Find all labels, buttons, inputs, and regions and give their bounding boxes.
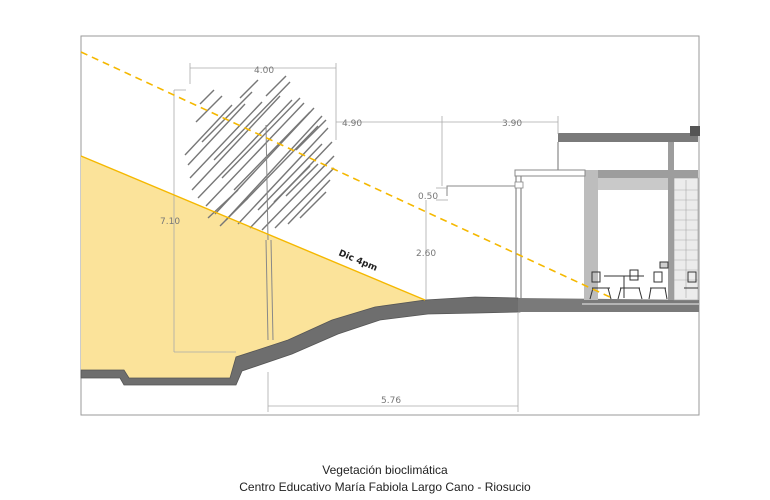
dim-tree-height: 7.10 [160,217,180,227]
dim-tree-width: 4.00 [254,66,274,76]
caption-title: Vegetación bioclimática [322,463,448,477]
sun-ray-upper [80,51,613,299]
dim-sun-offset: 4.90 [342,119,362,129]
tree-trunk [265,124,274,341]
dim-clear-height: 2.60 [416,249,436,259]
tree-canopy [184,75,335,231]
dim-roof-overhang: 3.90 [502,119,522,129]
building-slab [518,298,699,312]
caption-subtitle: Centro Educativo María Fabiola Largo Can… [239,480,531,494]
dimension-lines [173,63,559,412]
sun-shade-area [81,156,425,378]
dim-canopy-gap: 0.50 [418,192,438,202]
building [446,126,700,301]
sun-ray-lower [80,155,426,301]
furniture [589,261,698,300]
section-drawing: 4.00 4.90 3.90 0.50 2.60 7.10 5.76 Dic 4… [80,35,700,416]
dim-base-length: 5.76 [381,396,401,406]
